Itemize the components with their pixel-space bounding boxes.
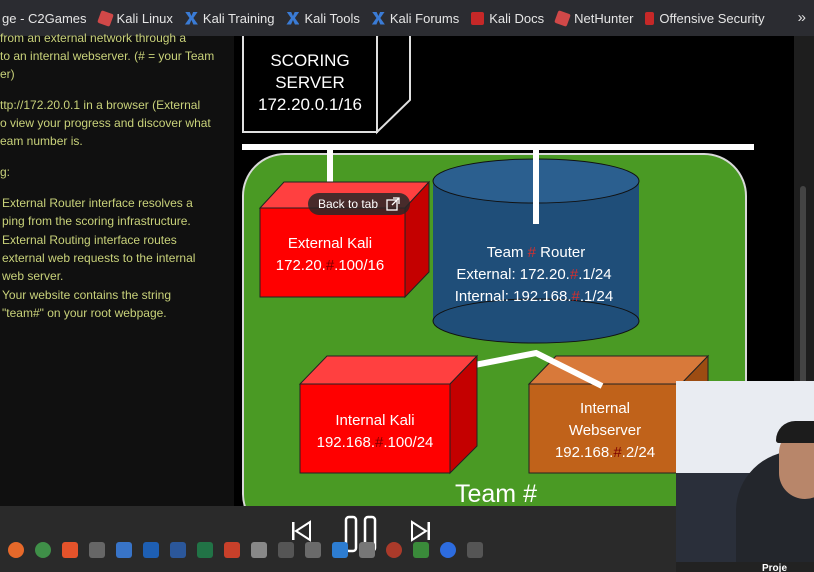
- kali-x-icon: [371, 11, 385, 25]
- svg-text:Internal Kali: Internal Kali: [335, 412, 414, 429]
- next-track-icon[interactable]: [409, 519, 433, 543]
- doc-line: external web requests to the internal: [2, 251, 196, 265]
- back-to-tab-button[interactable]: Back to tab: [308, 193, 410, 215]
- doc-line: eam number is.: [0, 134, 83, 148]
- chrome-icon[interactable]: [35, 542, 51, 558]
- outlook-icon[interactable]: [143, 542, 159, 558]
- doc-line: g:: [0, 165, 11, 179]
- svg-text:SCORING: SCORING: [270, 51, 349, 70]
- bookmark-kali-docs[interactable]: Kali Docs: [471, 11, 544, 26]
- team-label: Team #: [455, 480, 537, 506]
- svg-text:Team # Router: Team # Router: [487, 244, 585, 261]
- app-icon[interactable]: [467, 542, 483, 558]
- scrollbar-thumb[interactable]: [800, 186, 806, 386]
- doc-line: o view your progress and discover what: [0, 116, 211, 130]
- app-icon[interactable]: [332, 542, 348, 558]
- bookmark-kali-linux[interactable]: Kali Linux: [96, 9, 173, 27]
- doc-line: ttp://172.20.0.1 in a browser (External: [0, 98, 201, 112]
- previous-track-icon[interactable]: [289, 519, 313, 543]
- powerpoint-icon[interactable]: [224, 542, 240, 558]
- bookmark-c2games[interactable]: ge - C2Games: [2, 10, 87, 26]
- bookmark-kali-tools[interactable]: Kali Tools: [286, 11, 360, 26]
- kali-x-icon: [184, 11, 198, 25]
- kali-docs-icon: [471, 11, 485, 25]
- app-icon[interactable]: [359, 542, 375, 558]
- internal-kali-node: Internal Kali 192.168.#.100/24: [298, 354, 479, 475]
- taskbar: [0, 535, 676, 565]
- doc-line: External Router interface resolves a: [2, 196, 193, 210]
- svg-text:192.168.#.100/24: 192.168.#.100/24: [317, 434, 434, 451]
- svg-text:External: 172.20.#.1/24: External: 172.20.#.1/24: [456, 266, 611, 283]
- svg-text:Internal: Internal: [580, 400, 630, 417]
- instructions-panel: from an external network through a to an…: [0, 31, 234, 506]
- presenter-hair: [776, 421, 814, 443]
- svg-text:Internal: 192.168.#.1/24: Internal: 192.168.#.1/24: [455, 288, 613, 305]
- doc-line: "team#" on your root webpage.: [2, 306, 167, 320]
- word-icon[interactable]: [170, 542, 186, 558]
- offsec-icon: [645, 11, 655, 25]
- doc-line: er): [0, 67, 15, 81]
- app-icon[interactable]: [386, 542, 402, 558]
- network-diagram: SCORING SERVER 172.20.0.1/16 External Ka…: [242, 3, 754, 537]
- bookmarks-bar: ge - C2Games Kali Linux Kali Training Ka…: [0, 0, 814, 36]
- app-icon[interactable]: [251, 542, 267, 558]
- external-link-icon: [386, 197, 400, 211]
- zoom-icon[interactable]: [440, 542, 456, 558]
- kali-x-icon: [286, 11, 300, 25]
- excel-icon[interactable]: [197, 542, 213, 558]
- brave-icon[interactable]: [62, 542, 78, 558]
- bookmark-kali-forums[interactable]: Kali Forums: [371, 11, 459, 26]
- team-router-node: Team # Router External: 172.20.#.1/24 In…: [432, 147, 640, 344]
- bookmark-nethunter[interactable]: NetHunter: [554, 9, 633, 27]
- scoring-server: SCORING SERVER 172.20.0.1/16: [242, 3, 411, 135]
- firefox-icon[interactable]: [8, 542, 24, 558]
- svg-text:Webserver: Webserver: [569, 422, 641, 439]
- box-icon[interactable]: [89, 542, 105, 558]
- doc-line: Your website contains the string: [2, 288, 171, 302]
- svg-text:SERVER: SERVER: [275, 73, 345, 92]
- network-icon[interactable]: [116, 542, 132, 558]
- app-icon[interactable]: [305, 542, 321, 558]
- doc-line: from an external network through a: [0, 31, 187, 45]
- kali-icon: [554, 9, 571, 27]
- doc-line: web server.: [2, 269, 64, 283]
- doc-line: External Routing interface routes: [2, 233, 177, 247]
- svg-text:External Kali: External Kali: [288, 235, 372, 252]
- app-icon[interactable]: [413, 542, 429, 558]
- svg-text:172.20.0.1/16: 172.20.0.1/16: [258, 95, 362, 114]
- webcam-overlay: Proje: [676, 381, 814, 572]
- bookmark-offensive-security[interactable]: Offensive Security: [645, 11, 765, 26]
- kali-icon: [96, 9, 114, 27]
- doc-line: ping from the scoring infrastructure.: [2, 214, 191, 228]
- svg-text:172.20.#.100/16: 172.20.#.100/16: [276, 257, 384, 274]
- bookmark-kali-training[interactable]: Kali Training: [184, 11, 274, 26]
- doc-line: to an internal webserver. (# = your Team: [0, 49, 215, 63]
- svg-text:192.168.#.2/24: 192.168.#.2/24: [555, 444, 655, 461]
- app-icon[interactable]: [278, 542, 294, 558]
- webcam-tag: Proje: [762, 563, 788, 572]
- bookmarks-more-button[interactable]: »: [797, 9, 806, 26]
